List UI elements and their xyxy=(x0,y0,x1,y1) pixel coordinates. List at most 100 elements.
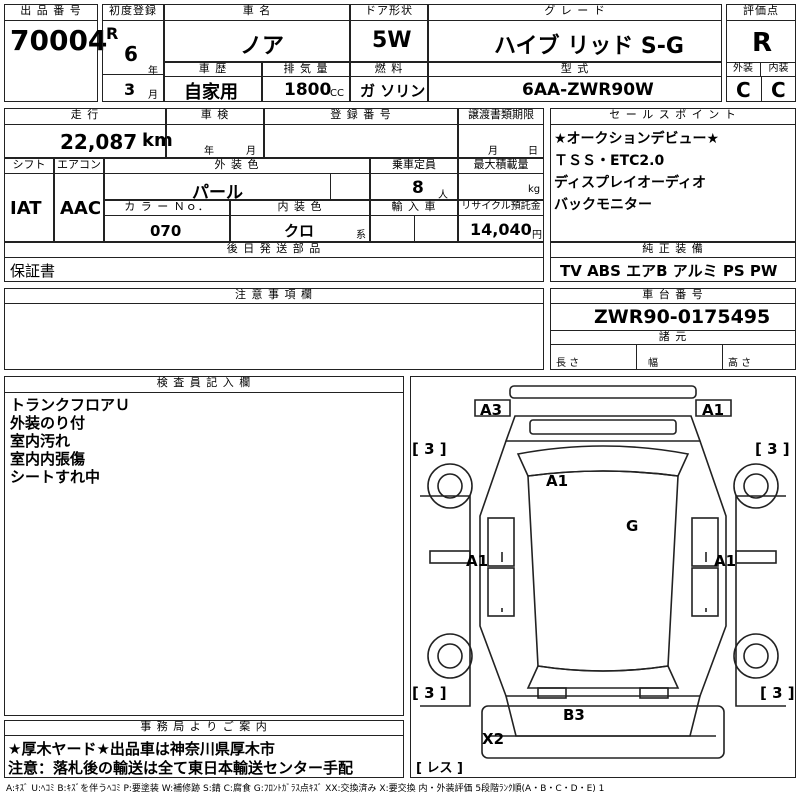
int-color: クロ xyxy=(284,222,315,240)
capacity-cell xyxy=(370,158,458,200)
inspector-header: 検 査 員 記 入 欄 xyxy=(4,376,404,393)
month-unit: 月 xyxy=(148,90,158,101)
lot-number-header: 出 品 番 号 xyxy=(4,4,98,21)
grade-header: グ レ ー ド xyxy=(428,4,722,21)
color-number: 070 xyxy=(150,222,182,240)
aircon-cell xyxy=(54,158,104,242)
exterior-header: 外装 xyxy=(726,62,761,77)
sales-point: バックモニター xyxy=(554,197,652,213)
capacity-unit: 人 xyxy=(438,190,448,201)
inspector-note: シートすれ中 xyxy=(10,468,101,486)
registration-number-cell xyxy=(264,108,458,158)
office-header: 事 務 局 よ り ご 案 内 xyxy=(4,720,404,736)
grille xyxy=(529,419,677,435)
bracket-label-bottom-right: [ 3 ] xyxy=(760,684,795,702)
max-load-header: 最大積載量 xyxy=(458,158,544,174)
front-left-wheel-inner xyxy=(437,473,463,499)
int-color-suffix: 系 xyxy=(356,230,366,241)
registration-number-header: 登 録 番 号 xyxy=(264,108,458,125)
inspection-month-unit: 月 xyxy=(246,146,256,157)
transfer-doc-cell xyxy=(458,108,544,158)
rear-glass xyxy=(526,665,680,689)
transfer-doc-header: 譲渡書類期限 xyxy=(458,108,544,125)
damage-label-a1-front-right: A1 xyxy=(702,401,725,419)
aircon-header: エアコン xyxy=(54,158,104,174)
max-load-cell xyxy=(458,158,544,200)
displacement-header: 排 気 量 xyxy=(262,62,350,77)
car-name: ノア xyxy=(240,34,285,59)
grade: ハイブ リッド S-G xyxy=(494,34,684,59)
inspection-year-unit: 年 xyxy=(204,146,214,157)
damage-label-g: G xyxy=(626,517,639,535)
damage-label-a1-right: A1 xyxy=(714,552,737,570)
divider xyxy=(414,216,415,242)
mileage-cell xyxy=(4,108,166,158)
bracket-label-top-left: [ 3 ] xyxy=(412,440,447,458)
rear-lamp-right xyxy=(639,687,669,699)
color-no-header: カ ラ ー Ｎｏ． xyxy=(104,200,230,216)
lot-number: 70004 xyxy=(10,24,108,57)
ext-color: パール xyxy=(192,183,243,203)
displacement-unit: CC xyxy=(330,88,344,99)
rating-header: 評価点 xyxy=(726,4,796,21)
mileage: 22,087 xyxy=(60,130,138,154)
inspection-cell xyxy=(166,108,264,158)
left-side-strip xyxy=(429,550,471,564)
model-header: 型 式 xyxy=(428,62,722,77)
chassis-number: ZWR90-0175495 xyxy=(594,306,771,328)
vehicle-diagram-frame xyxy=(410,376,796,778)
door-cell xyxy=(350,4,428,62)
bracket-label-top-right: [ 3 ] xyxy=(755,440,790,458)
divider xyxy=(636,345,637,370)
width-label: 幅 xyxy=(648,358,658,369)
shift-header: シフト xyxy=(4,158,54,174)
model-cell xyxy=(428,62,722,102)
inspector-note: 室内内張傷 xyxy=(10,450,86,468)
car-name-header: 車 名 xyxy=(164,4,350,21)
interior-grade: C xyxy=(771,78,786,102)
left-side xyxy=(479,440,507,697)
history-cell xyxy=(164,62,262,102)
divider xyxy=(726,62,796,63)
rating: R xyxy=(752,28,773,58)
rear-left-wheel xyxy=(427,633,473,679)
recycle-header: リサイクル預託金 xyxy=(458,200,544,216)
history: 自家用 xyxy=(184,82,238,103)
front-bumper xyxy=(509,385,697,399)
era: R xyxy=(106,24,119,43)
rear-bumper xyxy=(481,705,725,759)
recycle-fee: 14,040 xyxy=(470,220,532,239)
bracket-label-lesu: [ レス ] xyxy=(416,761,463,776)
ext-color-cell xyxy=(104,158,370,200)
specs-header-wrap xyxy=(550,330,796,345)
door-type: 5W xyxy=(372,28,412,53)
import-header: 輸 入 車 xyxy=(370,200,458,216)
fuel-cell xyxy=(350,62,428,102)
rear-lamp-left xyxy=(537,687,567,699)
right-side xyxy=(699,440,727,697)
rear-right-wheel-inner xyxy=(743,643,769,669)
displacement-cell xyxy=(262,62,350,102)
inspector-note: トランクフロアＵ xyxy=(10,396,131,414)
max-load-unit: kg xyxy=(528,184,541,195)
recycle-cell xyxy=(458,200,544,242)
chassis-cell xyxy=(550,288,796,370)
ext-color-header: 外 装 色 xyxy=(104,158,370,174)
front-door-right xyxy=(691,517,719,567)
later-parts: 保証書 xyxy=(10,262,56,280)
car-name-cell xyxy=(164,4,350,62)
notes-cell xyxy=(4,288,544,370)
damage-label-x2: X2 xyxy=(482,730,505,748)
damage-label-a1-roof: A1 xyxy=(546,472,569,490)
office-cell xyxy=(4,720,404,778)
year-unit: 年 xyxy=(148,66,158,77)
vehicle-diagram xyxy=(420,385,786,759)
rear-door-right xyxy=(691,567,719,617)
door-header: ドア形状 xyxy=(350,4,428,21)
interior-header: 内装 xyxy=(761,62,796,77)
front-bumper-corner-left xyxy=(474,399,511,417)
reg-month: 3 xyxy=(124,80,136,99)
model-code: 6AA-ZWR90W xyxy=(522,80,654,100)
shift: IAT xyxy=(10,198,42,219)
shift-cell xyxy=(4,158,54,242)
